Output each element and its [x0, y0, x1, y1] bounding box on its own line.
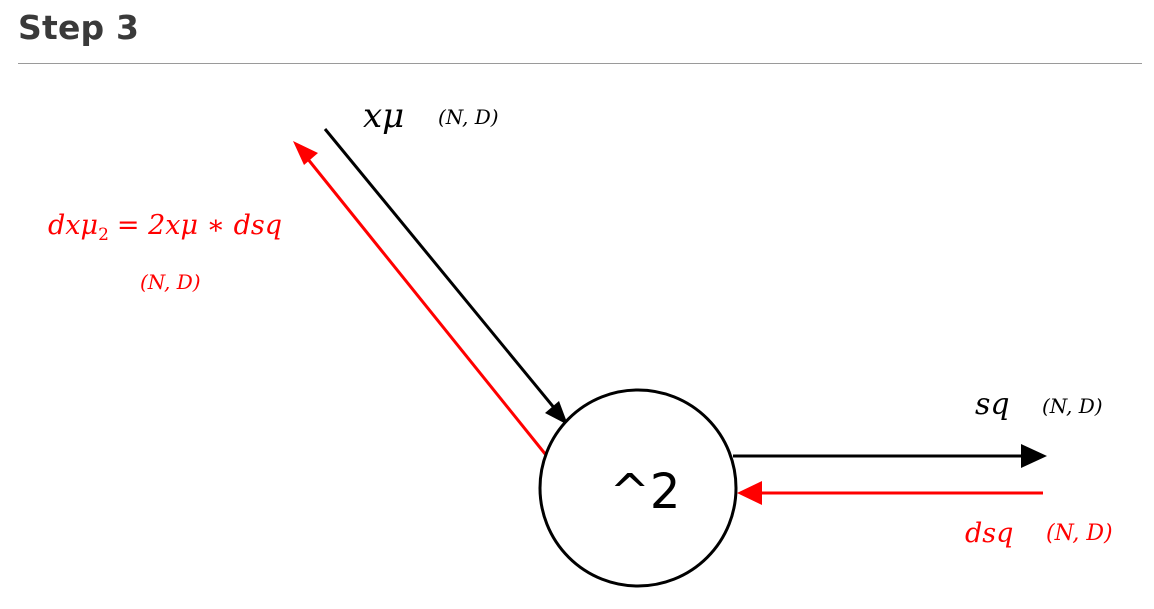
- grad-input-lhs-subscript: 2: [98, 225, 109, 245]
- step-heading: Step 3: [18, 8, 140, 47]
- input-forward-arrow: [323, 128, 562, 416]
- input-variable-label: xμ: [363, 96, 404, 136]
- heading-divider: [18, 63, 1142, 64]
- input-shape-label: (N, D): [438, 105, 499, 129]
- input-forward-arrowhead: [545, 401, 568, 425]
- grad-input-equation: dxμ2 = 2xμ ∗ dsq: [48, 210, 282, 245]
- output-shape-label: (N, D): [1042, 394, 1103, 418]
- square-operation-node: [538, 388, 738, 588]
- input-backward-arrow: [301, 152, 548, 456]
- output-backward-arrowhead: [737, 481, 762, 505]
- grad-output-variable-label: dsq: [965, 518, 1013, 549]
- node-label: ^2: [610, 464, 681, 520]
- output-variable-label: sq: [975, 387, 1010, 422]
- grad-output-shape-label: (N, D): [1046, 521, 1113, 546]
- grad-input-rhs: = 2xμ ∗ dsq: [117, 210, 282, 241]
- grad-input-shape-label: (N, D): [140, 270, 201, 294]
- output-forward-arrowhead: [1021, 444, 1047, 468]
- input-backward-arrowhead: [293, 141, 318, 165]
- grad-input-lhs: dxμ: [48, 210, 98, 241]
